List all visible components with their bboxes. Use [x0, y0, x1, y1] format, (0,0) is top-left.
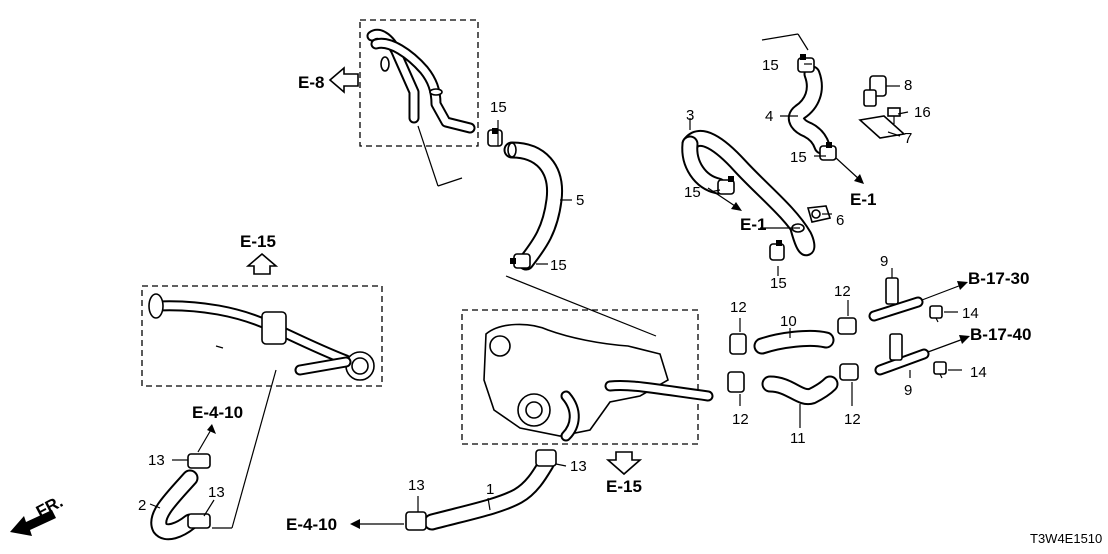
part-label-12a: 12	[730, 299, 747, 316]
part-label-15b: 15	[550, 257, 567, 274]
ref-label-b17-30[interactable]: B-17-30	[968, 269, 1029, 288]
bolt-16[interactable]	[887, 107, 901, 124]
ref-label-b17-40[interactable]: B-17-40	[970, 325, 1031, 344]
part-label-15c: 15	[684, 184, 701, 201]
leader-lines	[149, 63, 962, 517]
hose-clamp-15a[interactable]	[487, 128, 503, 147]
e1-right-arrow[interactable]	[835, 157, 864, 184]
part-label-11: 11	[790, 430, 806, 447]
part-label-6: 6	[836, 212, 844, 229]
part-label-12c: 12	[732, 411, 749, 428]
part-label-13c: 13	[408, 477, 425, 494]
clip-6[interactable]	[806, 205, 832, 223]
part-label-15d: 15	[770, 275, 787, 292]
part-label-5: 5	[576, 192, 584, 209]
joint-9-lower[interactable]	[874, 333, 930, 376]
thermostat-housing-box	[141, 285, 383, 387]
hose-clamp-15e[interactable]	[797, 54, 815, 73]
hose-clamp-15d[interactable]	[769, 240, 785, 261]
e4-10-top-arrow[interactable]	[197, 424, 216, 453]
bolt-14-lower[interactable]	[933, 361, 947, 379]
part-label-10: 10	[780, 313, 797, 330]
part-label-15e: 15	[762, 57, 779, 74]
part-label-14-upper: 14	[962, 305, 979, 322]
water-hose-10[interactable]	[753, 329, 835, 355]
part-label-13a: 13	[148, 452, 165, 469]
water-pump-assembly[interactable]	[483, 323, 714, 442]
hose-clamp-12b[interactable]	[837, 317, 857, 335]
part-label-13d: 13	[570, 458, 587, 475]
ref-label-e4-10-top[interactable]: E-4-10	[192, 403, 243, 422]
bracket-7[interactable]	[858, 115, 906, 139]
part-label-9-lower: 9	[904, 382, 912, 399]
part-label-13b: 13	[208, 484, 225, 501]
e1-left-arrow[interactable]	[707, 187, 742, 211]
e15-top-arrow[interactable]	[245, 252, 279, 275]
part-label-12d: 12	[844, 411, 861, 428]
hose-clamp-13b[interactable]	[187, 513, 211, 529]
part-label-14-lower: 14	[970, 364, 987, 381]
b17-40-arrow[interactable]	[927, 335, 970, 353]
water-hose-4[interactable]	[787, 65, 831, 155]
hose-clamp-12c[interactable]	[727, 371, 745, 393]
ref-label-e1-left[interactable]: E-1	[740, 215, 766, 234]
e15-bottom-arrow[interactable]	[605, 451, 643, 476]
water-hose-2[interactable]	[150, 469, 199, 541]
hose-clamp-12d[interactable]	[839, 363, 859, 381]
part-label-8: 8	[904, 77, 912, 94]
thermostat-housing-pipe[interactable]	[148, 293, 375, 381]
bolt-14-upper[interactable]	[929, 305, 943, 323]
hose-clamp-12a[interactable]	[729, 333, 747, 355]
part-label-12b: 12	[834, 283, 851, 300]
ref-label-e15-top[interactable]: E-15	[240, 232, 276, 251]
part-label-1: 1	[486, 481, 494, 498]
e8-arrow[interactable]	[328, 66, 359, 94]
water-hose-11[interactable]	[761, 375, 839, 406]
part-label-7: 7	[904, 130, 912, 147]
upper-pipe-detail-box	[359, 19, 479, 187]
bypass-pipe-upper[interactable]	[366, 28, 476, 134]
sensor-8[interactable]	[863, 75, 887, 107]
b17-30-arrow[interactable]	[921, 281, 968, 301]
diagram-code: T3W4E1510	[1030, 531, 1102, 546]
ref-label-e15-bottom[interactable]: E-15	[606, 477, 642, 496]
part-label-15a: 15	[490, 99, 507, 116]
hose-clamp-13a[interactable]	[187, 453, 211, 469]
part-label-9-upper: 9	[880, 253, 888, 270]
part-label-2: 2	[138, 497, 146, 514]
hose-clamp-13c[interactable]	[405, 511, 427, 531]
front-direction-arrow	[10, 510, 56, 536]
hose-clamp-13d[interactable]	[535, 449, 557, 467]
water-hose-5[interactable]	[503, 141, 564, 271]
part-label-16: 16	[914, 104, 931, 121]
ref-label-e4-10-bottom[interactable]: E-4-10	[286, 515, 337, 534]
ref-label-e1-right[interactable]: E-1	[850, 190, 876, 209]
joint-9-upper[interactable]	[868, 277, 924, 322]
e4-10-bottom-arrow[interactable]	[350, 519, 404, 529]
part-label-4: 4	[765, 108, 773, 125]
water-pump-box	[461, 309, 699, 445]
water-hose-1[interactable]	[423, 455, 555, 531]
part-label-3: 3	[686, 107, 694, 124]
hose-clamp-15b[interactable]	[510, 253, 531, 269]
ref-label-e8[interactable]: E-8	[298, 73, 324, 92]
part-label-15f: 15	[790, 149, 807, 166]
hose-clamp-15c[interactable]	[717, 176, 735, 195]
